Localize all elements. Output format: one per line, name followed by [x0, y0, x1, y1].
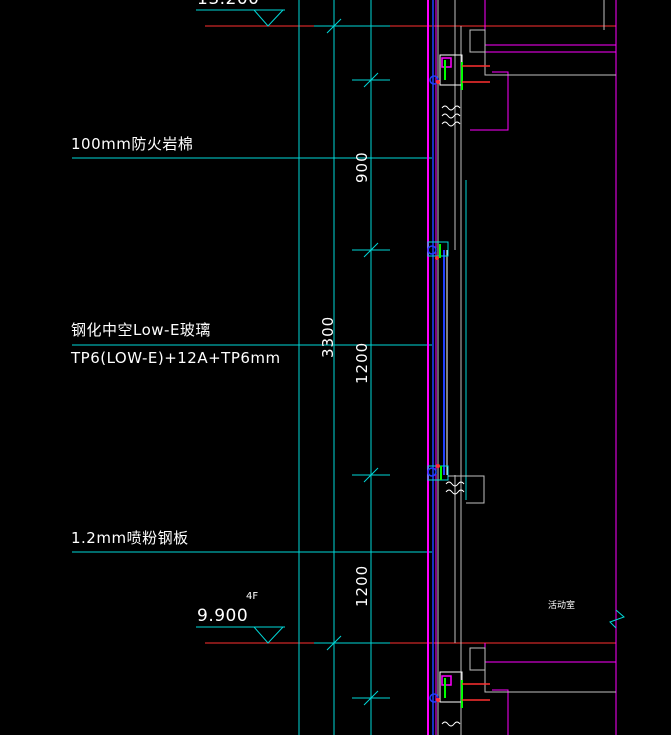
inner-wall-lines: [437, 0, 462, 735]
dim-total-label: 3300: [319, 315, 337, 358]
break-line: [609, 609, 625, 629]
elevation-marker-bottom: [196, 626, 285, 644]
slab-bottom-outline: [469, 647, 616, 693]
leader-lines: [72, 157, 432, 553]
bracket-detail-lower: [427, 464, 485, 504]
glass-type-label: 钢化中空Low-E玻璃: [71, 321, 211, 339]
floor-elevation-label: 9.900: [197, 606, 249, 626]
dim-seg-top-label: 900: [353, 151, 371, 183]
fire-rockwool-label: 100mm防火岩棉: [71, 135, 194, 153]
slab-top-outline: [469, 29, 616, 76]
slab-bottom-structure: [484, 643, 616, 735]
glass-spec-label: TP6(LOW-E)+12A+TP6mm: [71, 349, 281, 367]
curtain-wall-profile: [427, 0, 448, 735]
bracket-detail-top: [429, 54, 490, 127]
bracket-detail-middle: [427, 241, 449, 260]
slab-top-structure: [470, 0, 617, 735]
dim-ticks: [314, 18, 390, 706]
steel-plate-label: 1.2mm喷粉钢板: [71, 529, 189, 547]
top-elevation-label: 13.200: [197, 0, 259, 8]
elevation-marker-top: [196, 9, 285, 27]
floor-tag-label: 4F: [246, 591, 259, 602]
dim-seg-mid-label: 1200: [353, 341, 371, 384]
dim-seg-bottom-label: 1200: [353, 564, 371, 607]
bracket-detail-bottom: [429, 671, 490, 727]
room-name-label: 活动室: [548, 601, 576, 611]
